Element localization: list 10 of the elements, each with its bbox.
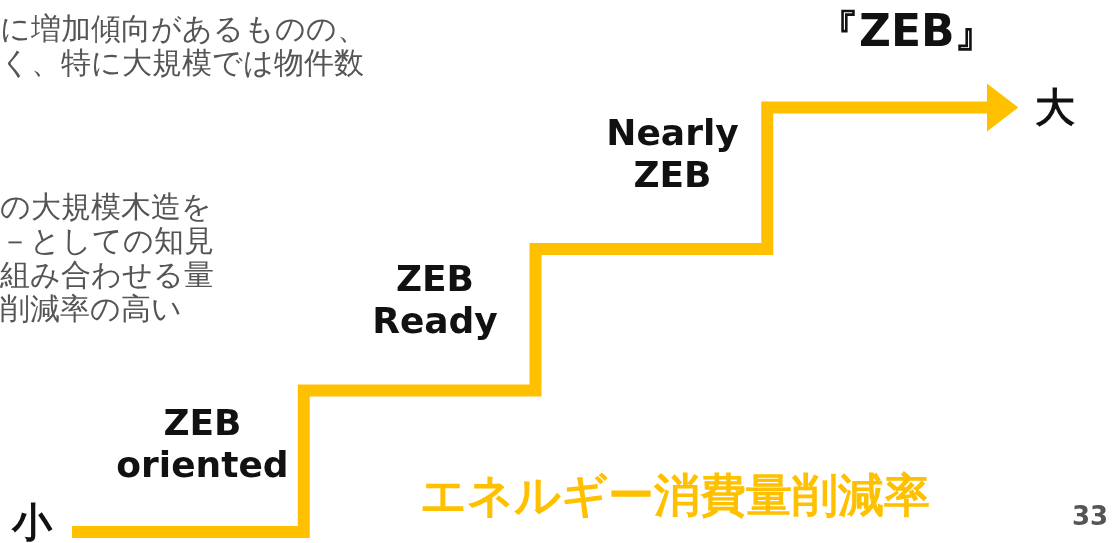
step-label: Nearly ZEB xyxy=(605,112,740,196)
body-text: の大規模木造を－としての知見組み合わせる量削減率の高い xyxy=(0,190,215,326)
staircase-arrow xyxy=(72,83,1019,538)
scale-end-label: 大 xyxy=(1035,80,1075,135)
step-label: ZEB oriented xyxy=(115,402,290,486)
title-label: 『ZEB』 xyxy=(815,10,999,52)
body-text: に増加傾向があるものの、く、特に大規模では物件数 xyxy=(0,12,368,80)
page-number: 33 xyxy=(1072,500,1109,533)
scale-end-label: 小 xyxy=(12,495,52,543)
step-label: ZEB Ready xyxy=(371,258,499,342)
